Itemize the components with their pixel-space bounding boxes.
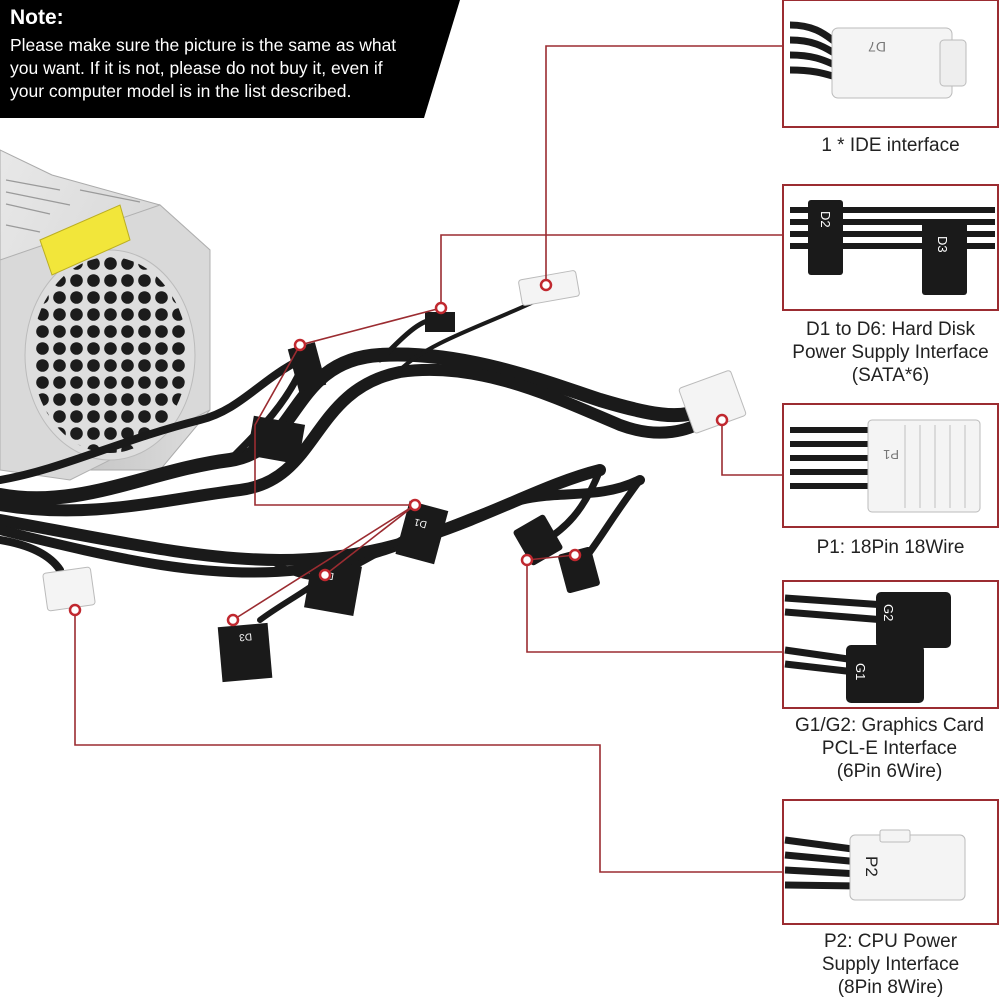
note-line: Please make sure the picture is the same… xyxy=(10,35,397,55)
power-supply-unit xyxy=(0,149,211,481)
main-d3-label: D3 xyxy=(238,630,252,642)
cable-bundle xyxy=(0,293,711,623)
caption-line: G1/G2: Graphics Card xyxy=(794,715,985,736)
gfx-caption: G1/G2: Graphics Card PCL-E Interface (6P… xyxy=(778,714,1001,783)
ide-detail-frame: D7 xyxy=(782,0,999,128)
note-banner: Note: Please make sure the picture is th… xyxy=(0,0,460,118)
caption-line: (6Pin 6Wire) xyxy=(836,761,943,782)
sata-detail-frame: D2 D3 xyxy=(782,184,999,311)
g2-label: G2 xyxy=(881,604,896,621)
caption-line: P1: 18Pin 18Wire xyxy=(816,537,965,558)
callout-lines xyxy=(74,45,783,873)
sata-caption: D1 to D6: Hard Disk Power Supply Interfa… xyxy=(780,318,1001,387)
g1-label: G1 xyxy=(853,663,868,680)
p2-caption: P2: CPU Power Supply Interface (8Pin 8Wi… xyxy=(783,930,998,999)
ide-caption: 1 * IDE interface xyxy=(783,134,998,157)
callout-markers xyxy=(68,278,729,627)
p1-detail-frame: P1 xyxy=(782,403,999,528)
note-background xyxy=(0,0,460,118)
warning-label xyxy=(39,204,131,276)
note-text: Please make sure the picture is the same… xyxy=(10,34,450,103)
caption-line: (8Pin 8Wire) xyxy=(837,977,944,998)
caption-line: Power Supply Interface xyxy=(792,342,989,363)
sata-connector-main xyxy=(217,312,455,683)
p2-detail-frame: P2 xyxy=(782,799,999,925)
note-title: Note: xyxy=(10,6,64,29)
p1-caption: P1: 18Pin 18Wire xyxy=(783,536,998,559)
p2-connector-main xyxy=(42,566,96,612)
sata-b-label: D3 xyxy=(935,236,950,253)
gpu-connector-main xyxy=(513,514,600,594)
caption-line: 1 * IDE interface xyxy=(821,135,960,156)
caption-line: D1 to D6: Hard Disk xyxy=(806,319,975,340)
note-line: you want. If it is not, please do not bu… xyxy=(10,58,383,78)
caption-line: P2: CPU Power xyxy=(823,931,958,952)
note-line: your computer model is in the list descr… xyxy=(10,81,352,101)
p2-connector-label: P2 xyxy=(862,856,881,877)
p1-connector-label: P1 xyxy=(883,447,899,462)
caption-line: PCL-E Interface xyxy=(821,738,958,759)
caption-line: Supply Interface xyxy=(821,954,960,975)
main-d1-label: D1 xyxy=(413,516,429,530)
ide-connector-label: D7 xyxy=(868,39,886,55)
sata-a-label: D2 xyxy=(818,211,833,228)
gpu-detail-frame: G2 G1 xyxy=(782,580,999,709)
caption-line: (SATA*6) xyxy=(851,365,930,386)
